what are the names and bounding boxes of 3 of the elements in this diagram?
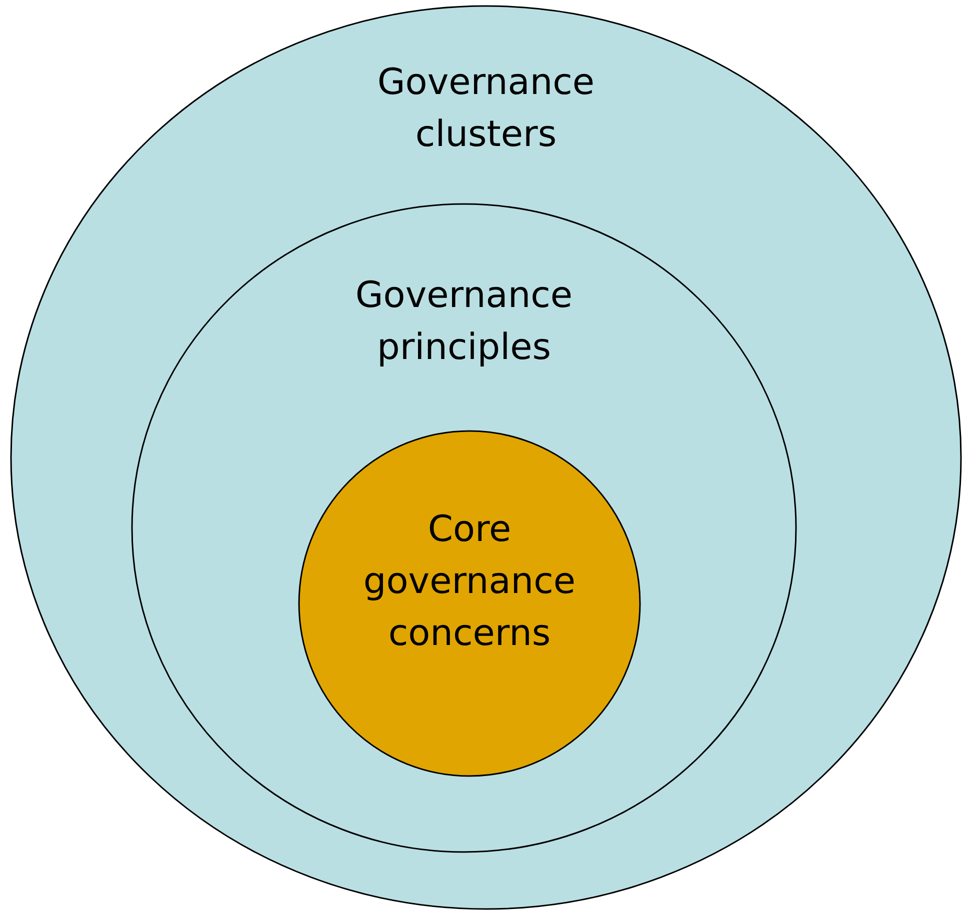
ellipse-label: Governance principles: [354, 274, 574, 370]
ellipse-label: Governance clusters: [376, 61, 596, 157]
ellipse-label: Core governance concerns: [362, 508, 577, 656]
